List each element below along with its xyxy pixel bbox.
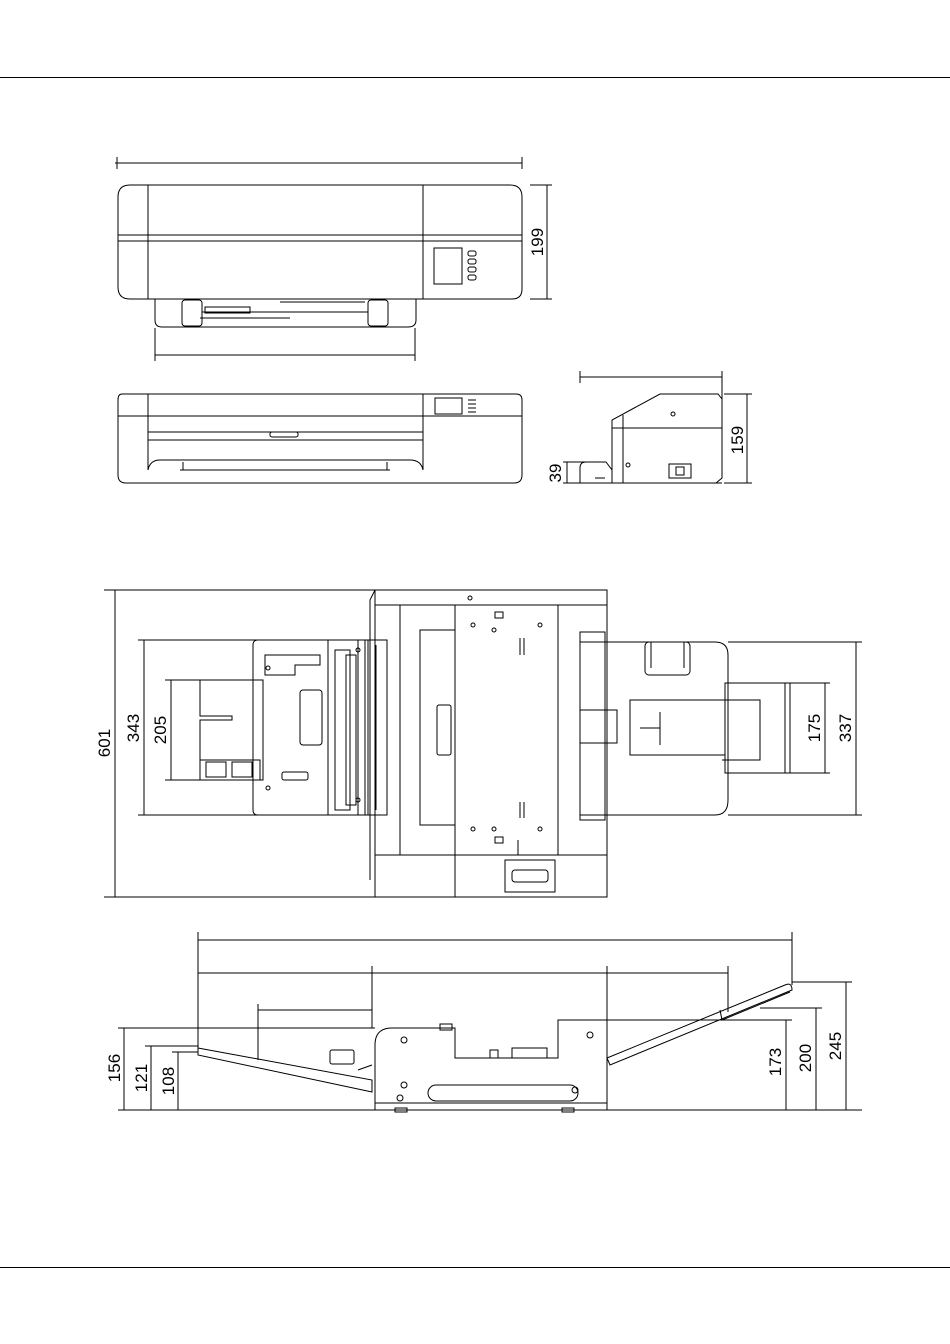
panel-buttons	[468, 251, 476, 280]
handle-slot	[428, 1085, 578, 1101]
front-view	[115, 157, 552, 361]
dim-159: 159	[728, 426, 747, 454]
dim-173: 173	[766, 1048, 785, 1076]
dim-175: 175	[805, 714, 824, 742]
elevation-view	[118, 932, 862, 1112]
plan-view	[104, 590, 862, 897]
side-switch	[669, 464, 691, 478]
dim-108: 108	[159, 1067, 178, 1095]
front-view-alt	[118, 394, 522, 483]
dim-337: 337	[836, 714, 855, 742]
control-panel-screen	[434, 248, 462, 284]
dim-245: 245	[826, 1032, 845, 1060]
dim-199: 199	[528, 228, 547, 256]
dim-156: 156	[105, 1054, 124, 1082]
dim-205: 205	[151, 716, 170, 744]
dim-39: 39	[546, 464, 565, 483]
dim-343: 343	[124, 714, 143, 742]
dim-121: 121	[132, 1064, 151, 1092]
dim-200: 200	[796, 1044, 815, 1072]
screw-holes	[468, 596, 542, 831]
side-view	[563, 371, 752, 483]
dim-601: 601	[95, 729, 114, 757]
